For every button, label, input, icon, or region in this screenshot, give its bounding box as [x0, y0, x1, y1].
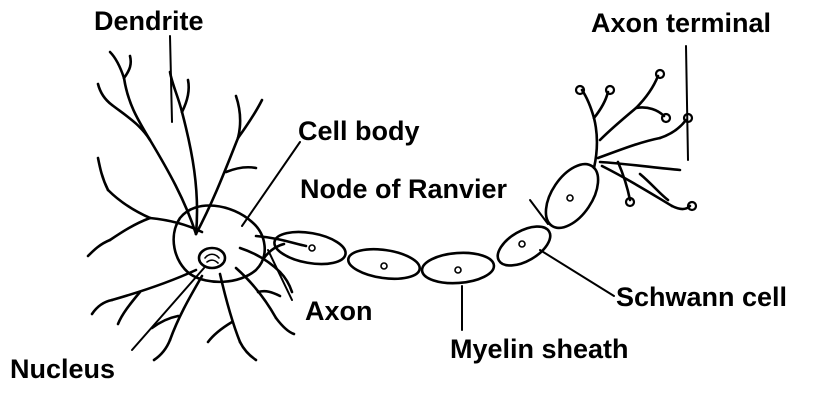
label-cell-body: Cell body [298, 118, 420, 145]
label-nucleus: Nucleus [10, 356, 115, 383]
label-dendrite: Dendrite [94, 8, 204, 35]
cell-body-pointer [242, 142, 300, 226]
label-axon-terminal: Axon terminal [591, 10, 771, 37]
schwann-cell-pointer [540, 250, 614, 296]
label-axon: Axon [305, 298, 373, 325]
cell-body-shape [174, 206, 265, 282]
label-myelin-sheath: Myelin sheath [450, 336, 629, 363]
label-node-of-ranvier: Node of Ranvier [300, 176, 507, 203]
axon-terminal-pointer [686, 46, 688, 160]
dendrites [88, 52, 294, 360]
terminal-knobs [576, 70, 696, 210]
dendrite-pointer [170, 36, 172, 122]
label-schwann-cell: Schwann cell [616, 284, 787, 311]
nucleus-shape [199, 248, 225, 268]
